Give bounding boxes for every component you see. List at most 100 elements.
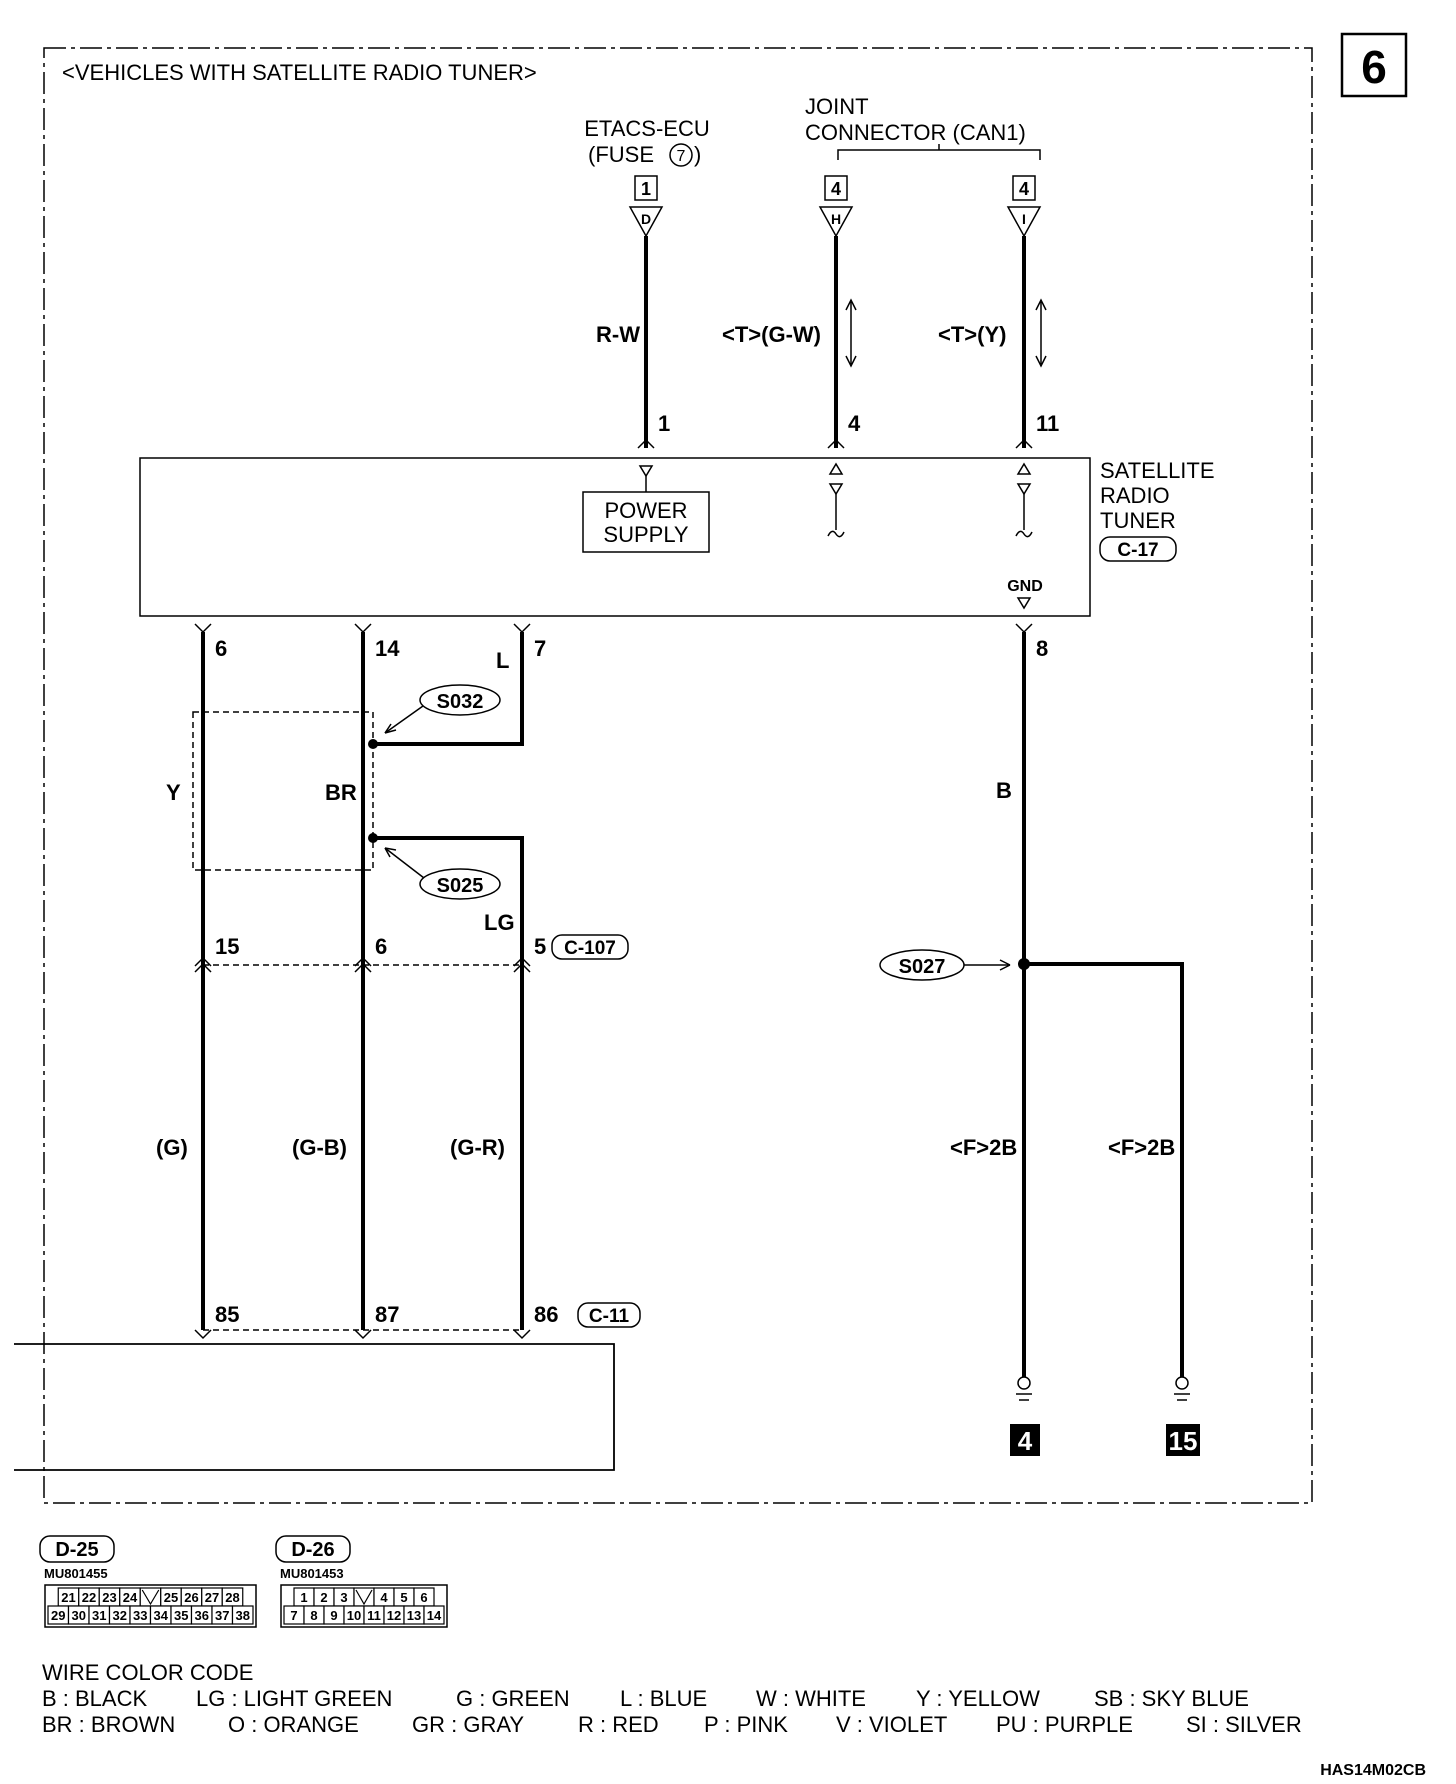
wire-color-code-entry: P : PINK [704, 1712, 788, 1737]
pin-86: 86 [534, 1302, 558, 1327]
connector-pin-number: 26 [184, 1590, 198, 1605]
connector-pin-number: 34 [154, 1608, 169, 1623]
svg-text:S027: S027 [899, 956, 946, 978]
connector-pin-number: 7 [290, 1608, 297, 1623]
svg-text:D-25: D-25 [55, 1539, 98, 1561]
joint-connector-right: 4 I [1006, 175, 1042, 238]
connector-c107: C-107 [564, 938, 616, 959]
wire-color-code-title: WIRE COLOR CODE [42, 1660, 253, 1685]
connector-pin-number: 3 [340, 1590, 347, 1605]
tuner-bottom-terminals [194, 623, 1033, 634]
connector-pin-number: 1 [300, 1590, 307, 1605]
connector-pin-number: 30 [72, 1608, 86, 1623]
svg-text:S025: S025 [437, 875, 484, 897]
connector-pin-number: 22 [82, 1590, 96, 1605]
connector-pin-number: 31 [92, 1608, 106, 1623]
splice-point-s025 [368, 833, 378, 843]
ground-symbol-15: 15 [1166, 1376, 1200, 1456]
splice-s032: S032 [384, 684, 501, 734]
connector-pin-number: 21 [61, 1590, 75, 1605]
diagram-code: HAS14M02CB [1320, 1762, 1426, 1779]
ground-symbol-4: 4 [1010, 1376, 1040, 1456]
wire-label-gb: (G-B) [292, 1135, 347, 1160]
wire-label-g: (G) [156, 1135, 188, 1160]
svg-text:S032: S032 [437, 691, 484, 713]
pin-6: 6 [215, 636, 227, 661]
wire-label-b: B [996, 778, 1012, 803]
wire-label-y-top: <T>(Y) [938, 322, 1006, 347]
splice-point-s027 [1018, 958, 1030, 970]
wire-lg-gr [373, 836, 524, 1330]
connector-key-mark [355, 1589, 373, 1606]
power-supply-box [582, 491, 710, 553]
shield-region [192, 711, 374, 871]
etacs-label-line1: ETACS-ECU [584, 116, 710, 141]
connector-pin-number: 13 [407, 1608, 421, 1623]
wire-color-code-entry: L : BLUE [620, 1686, 707, 1711]
tuner-connector-badge [1099, 536, 1177, 562]
connector-pin-number: 8 [310, 1608, 317, 1623]
wire-b-branch [1024, 962, 1184, 1378]
pin-7: 7 [534, 636, 546, 661]
can-arrow-right [1035, 298, 1047, 368]
joint-connector-left: 4 H [818, 175, 854, 238]
wire-color-code-entry: LG : LIGHT GREEN [196, 1686, 392, 1711]
connector-cavity [423, 1605, 445, 1625]
wire-label-br: BR [325, 780, 357, 805]
connector-pin-number: 4 [380, 1590, 388, 1605]
c107-terminals [194, 956, 531, 973]
svg-text:H: H [831, 211, 841, 227]
wire-label-rw: R-W [596, 322, 640, 347]
connector-pin-number: 25 [164, 1590, 178, 1605]
pin-6-c107: 6 [375, 934, 387, 959]
pin-15: 15 [215, 934, 239, 959]
svg-text:4: 4 [1018, 1426, 1033, 1456]
etacs-label-end: ) [694, 142, 701, 167]
connector-pin-number: 27 [205, 1590, 219, 1605]
pin-87: 87 [375, 1302, 399, 1327]
page-number-box [1340, 32, 1408, 98]
connector-pin-number: 38 [236, 1608, 250, 1623]
c11-terminals [194, 1329, 531, 1340]
tuner-top-terminals [637, 438, 1033, 449]
connector-key-mark [141, 1589, 160, 1606]
wire-color-code-entry: SB : SKY BLUE [1094, 1686, 1249, 1711]
can-h-symbol [827, 462, 845, 538]
pin-5: 5 [534, 934, 546, 959]
wire-color-code-entry: Y : YELLOW [916, 1686, 1040, 1711]
wire-color-code-entry: V : VIOLET [836, 1712, 947, 1737]
splice-s027: S027 [879, 949, 1011, 981]
gnd-symbol [1016, 597, 1032, 610]
etacs-label-line2: (FUSE [588, 142, 654, 167]
pin-11: 11 [1036, 411, 1059, 436]
wire-label-y: Y [166, 780, 181, 805]
connector-pin-number: 10 [347, 1608, 361, 1623]
c11-badge [577, 1302, 641, 1328]
connector-c11: C-11 [589, 1306, 630, 1327]
connector-pin-number: 37 [215, 1608, 229, 1623]
bottom-component-box [14, 1343, 615, 1471]
svg-text:4: 4 [1019, 179, 1029, 199]
fuse-number: 7 [677, 148, 686, 165]
wire-color-code-entry: GR : GRAY [412, 1712, 524, 1737]
svg-text:D-26: D-26 [291, 1539, 334, 1561]
wire-color-code-entry: O : ORANGE [228, 1712, 359, 1737]
connector-pin-number: 14 [427, 1608, 442, 1623]
tuner-label-line2: RADIO [1100, 483, 1170, 508]
joint-bracket [837, 149, 1041, 160]
wire-label-gr: (G-R) [450, 1135, 505, 1160]
svg-text:D: D [641, 211, 651, 227]
connector-pin-number: 33 [133, 1608, 147, 1623]
wire-label-lg: LG [484, 910, 515, 935]
c107-badge [551, 934, 629, 960]
connector-pin-number: 29 [51, 1608, 65, 1623]
page-number: 6 [1361, 41, 1387, 93]
tuner-connector: C-17 [1117, 540, 1158, 561]
power-supply-line1: POWER [604, 498, 687, 523]
wire-l [373, 632, 524, 746]
connector-pin-number: 28 [225, 1590, 239, 1605]
svg-text:4: 4 [831, 179, 841, 199]
